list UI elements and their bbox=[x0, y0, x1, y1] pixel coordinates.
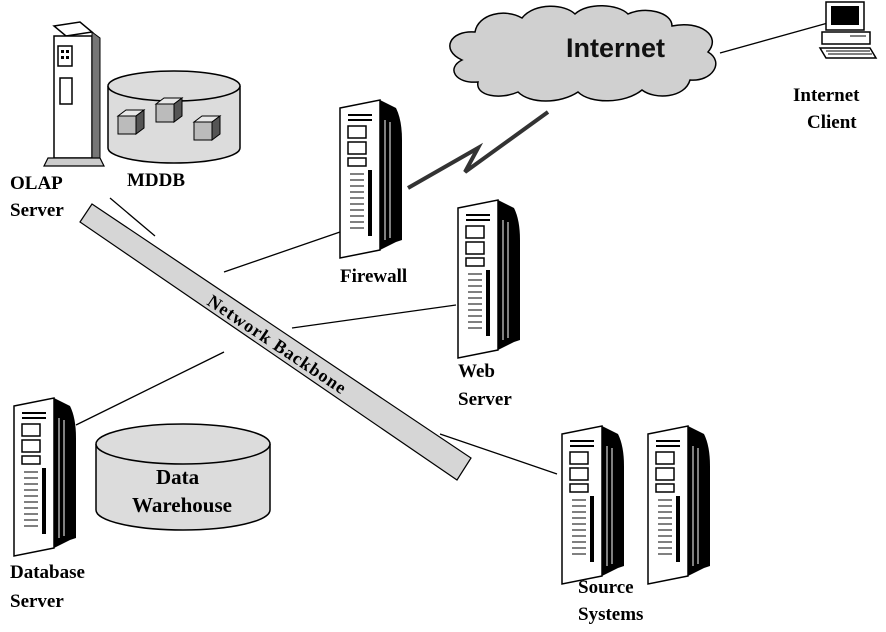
cube-icon bbox=[117, 109, 145, 135]
link-backbone-dbserver bbox=[75, 351, 225, 426]
firewall-label: Firewall bbox=[340, 266, 407, 287]
lightning-link-icon bbox=[407, 110, 550, 190]
server-tower-icon bbox=[561, 425, 625, 585]
svg-text:Source: Source bbox=[578, 577, 634, 598]
svg-text:Client: Client bbox=[807, 112, 857, 133]
internet-cloud-label: Internet bbox=[566, 33, 665, 63]
link-backbone-webserver bbox=[291, 304, 457, 329]
cube-icon bbox=[155, 97, 183, 123]
link-backbone-source bbox=[439, 433, 558, 475]
cloud-icon: Internet bbox=[449, 5, 717, 102]
olap-server-label: OLAP Server bbox=[10, 173, 64, 221]
internet-client-label: Internet Client bbox=[793, 85, 860, 133]
cube-icon bbox=[193, 115, 221, 141]
link-backbone-firewall bbox=[223, 231, 341, 273]
computer-icon bbox=[818, 1, 878, 59]
svg-text:OLAP: OLAP bbox=[10, 173, 63, 194]
server-tower-icon bbox=[13, 397, 77, 557]
svg-text:Internet: Internet bbox=[793, 85, 860, 106]
mddb-label: MDDB bbox=[127, 170, 185, 191]
server-tower-icon bbox=[647, 425, 711, 585]
svg-text:Server: Server bbox=[10, 200, 64, 221]
data-warehouse-cylinder: Data Warehouse bbox=[95, 423, 271, 531]
database-cylinder-icon bbox=[107, 70, 241, 164]
database-server-label: Database Server bbox=[10, 562, 85, 612]
link-olap-backbone bbox=[109, 197, 156, 237]
connector-lines bbox=[75, 20, 836, 475]
data-warehouse-label-line1: Data bbox=[156, 465, 200, 489]
link-cloud-client bbox=[719, 20, 836, 54]
web-server-label: Web Server bbox=[458, 361, 512, 410]
server-tower-icon bbox=[339, 99, 403, 259]
server-tower-icon bbox=[457, 199, 521, 359]
data-warehouse-label-line2: Warehouse bbox=[132, 493, 232, 517]
cabinet-server-icon bbox=[43, 21, 105, 167]
svg-text:Web: Web bbox=[458, 361, 495, 382]
svg-text:Systems: Systems bbox=[578, 604, 643, 625]
svg-text:Database: Database bbox=[10, 562, 85, 583]
svg-text:Server: Server bbox=[458, 389, 512, 410]
svg-text:Server: Server bbox=[10, 591, 64, 612]
network-backbone-label: Network Backbone bbox=[204, 291, 351, 399]
source-systems-label: Source Systems bbox=[578, 577, 643, 625]
